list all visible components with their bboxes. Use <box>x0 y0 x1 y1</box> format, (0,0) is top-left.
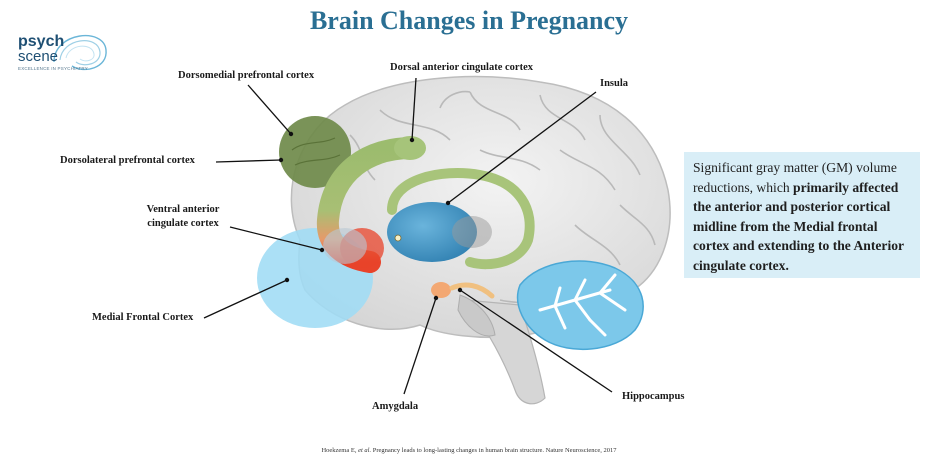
label-dorsal-anterior-cingulate-cortex: Dorsal anterior cingulate cortex <box>390 62 533 73</box>
amygdala-region <box>431 282 451 298</box>
citation: Hoekzema E, et al. Pregnancy leads to lo… <box>0 447 938 454</box>
label-hippocampus: Hippocampus <box>622 391 684 402</box>
info-box: Significant gray matter (GM) volume redu… <box>684 152 920 278</box>
citation-etal: et al. <box>358 447 371 454</box>
label-dorsomedial-prefrontal-cortex: Dorsomedial prefrontal cortex <box>178 70 314 81</box>
label-ventral-anterior-cingulate-cortex: Ventral anterior cingulate cortex <box>138 203 228 231</box>
label-insula: Insula <box>600 78 628 89</box>
citation-post: Pregnancy leads to long-lasting changes … <box>371 447 616 454</box>
label-dorsolateral-prefrontal-cortex: Dorsolateral prefrontal cortex <box>60 155 195 166</box>
citation-pre: Hoekzema E, <box>321 447 358 454</box>
label-medial-frontal-cortex: Medial Frontal Cortex <box>92 312 193 323</box>
label-amygdala: Amygdala <box>372 401 418 412</box>
